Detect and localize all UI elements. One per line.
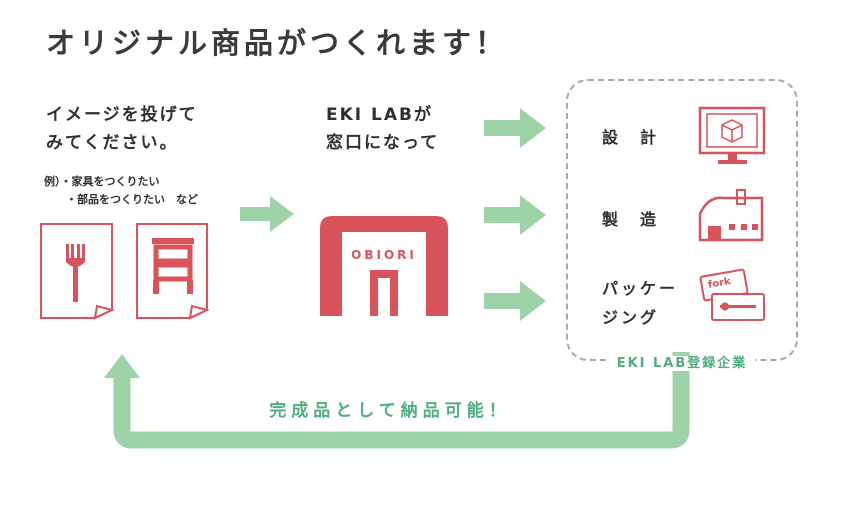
example-line1: 例）・家具をつくりたい — [44, 175, 160, 188]
step2-text-line2: 窓口になって — [326, 133, 440, 153]
step2-text-line1: EKI LABが — [326, 105, 433, 125]
group-caption-text: EKI LAB登録企業 — [608, 356, 756, 371]
service-packaging-label-line2: ジング — [602, 308, 660, 327]
factory-icon — [698, 189, 764, 242]
step1-text-line1: イメージを投げて — [46, 105, 198, 125]
document-shelf-icon — [136, 223, 210, 320]
obiori-logo-text: OBIORI — [351, 248, 417, 262]
return-arrow — [104, 352, 690, 449]
obiori-logo — [320, 216, 448, 316]
service-packaging-label-line1: パッケー — [602, 279, 679, 298]
document-fork-icon — [40, 223, 115, 320]
service-design-label: 設 計 — [602, 128, 660, 147]
registered-companies-group — [566, 79, 798, 361]
package-card-icon — [699, 268, 765, 321]
page-title: オリジナル商品がつくれます！ — [46, 26, 509, 60]
return-label: 完成品として納品可能！ — [269, 401, 511, 421]
step1-text-line2: みてください。 — [46, 133, 179, 153]
monitor-cube-icon — [698, 106, 766, 164]
flow-arrows — [240, 108, 546, 321]
example-line2: ・部品をつくりたい など — [66, 193, 198, 206]
group-caption: EKI LAB登録企業 — [566, 352, 798, 371]
service-manufacturing-label: 製 造 — [602, 210, 660, 229]
